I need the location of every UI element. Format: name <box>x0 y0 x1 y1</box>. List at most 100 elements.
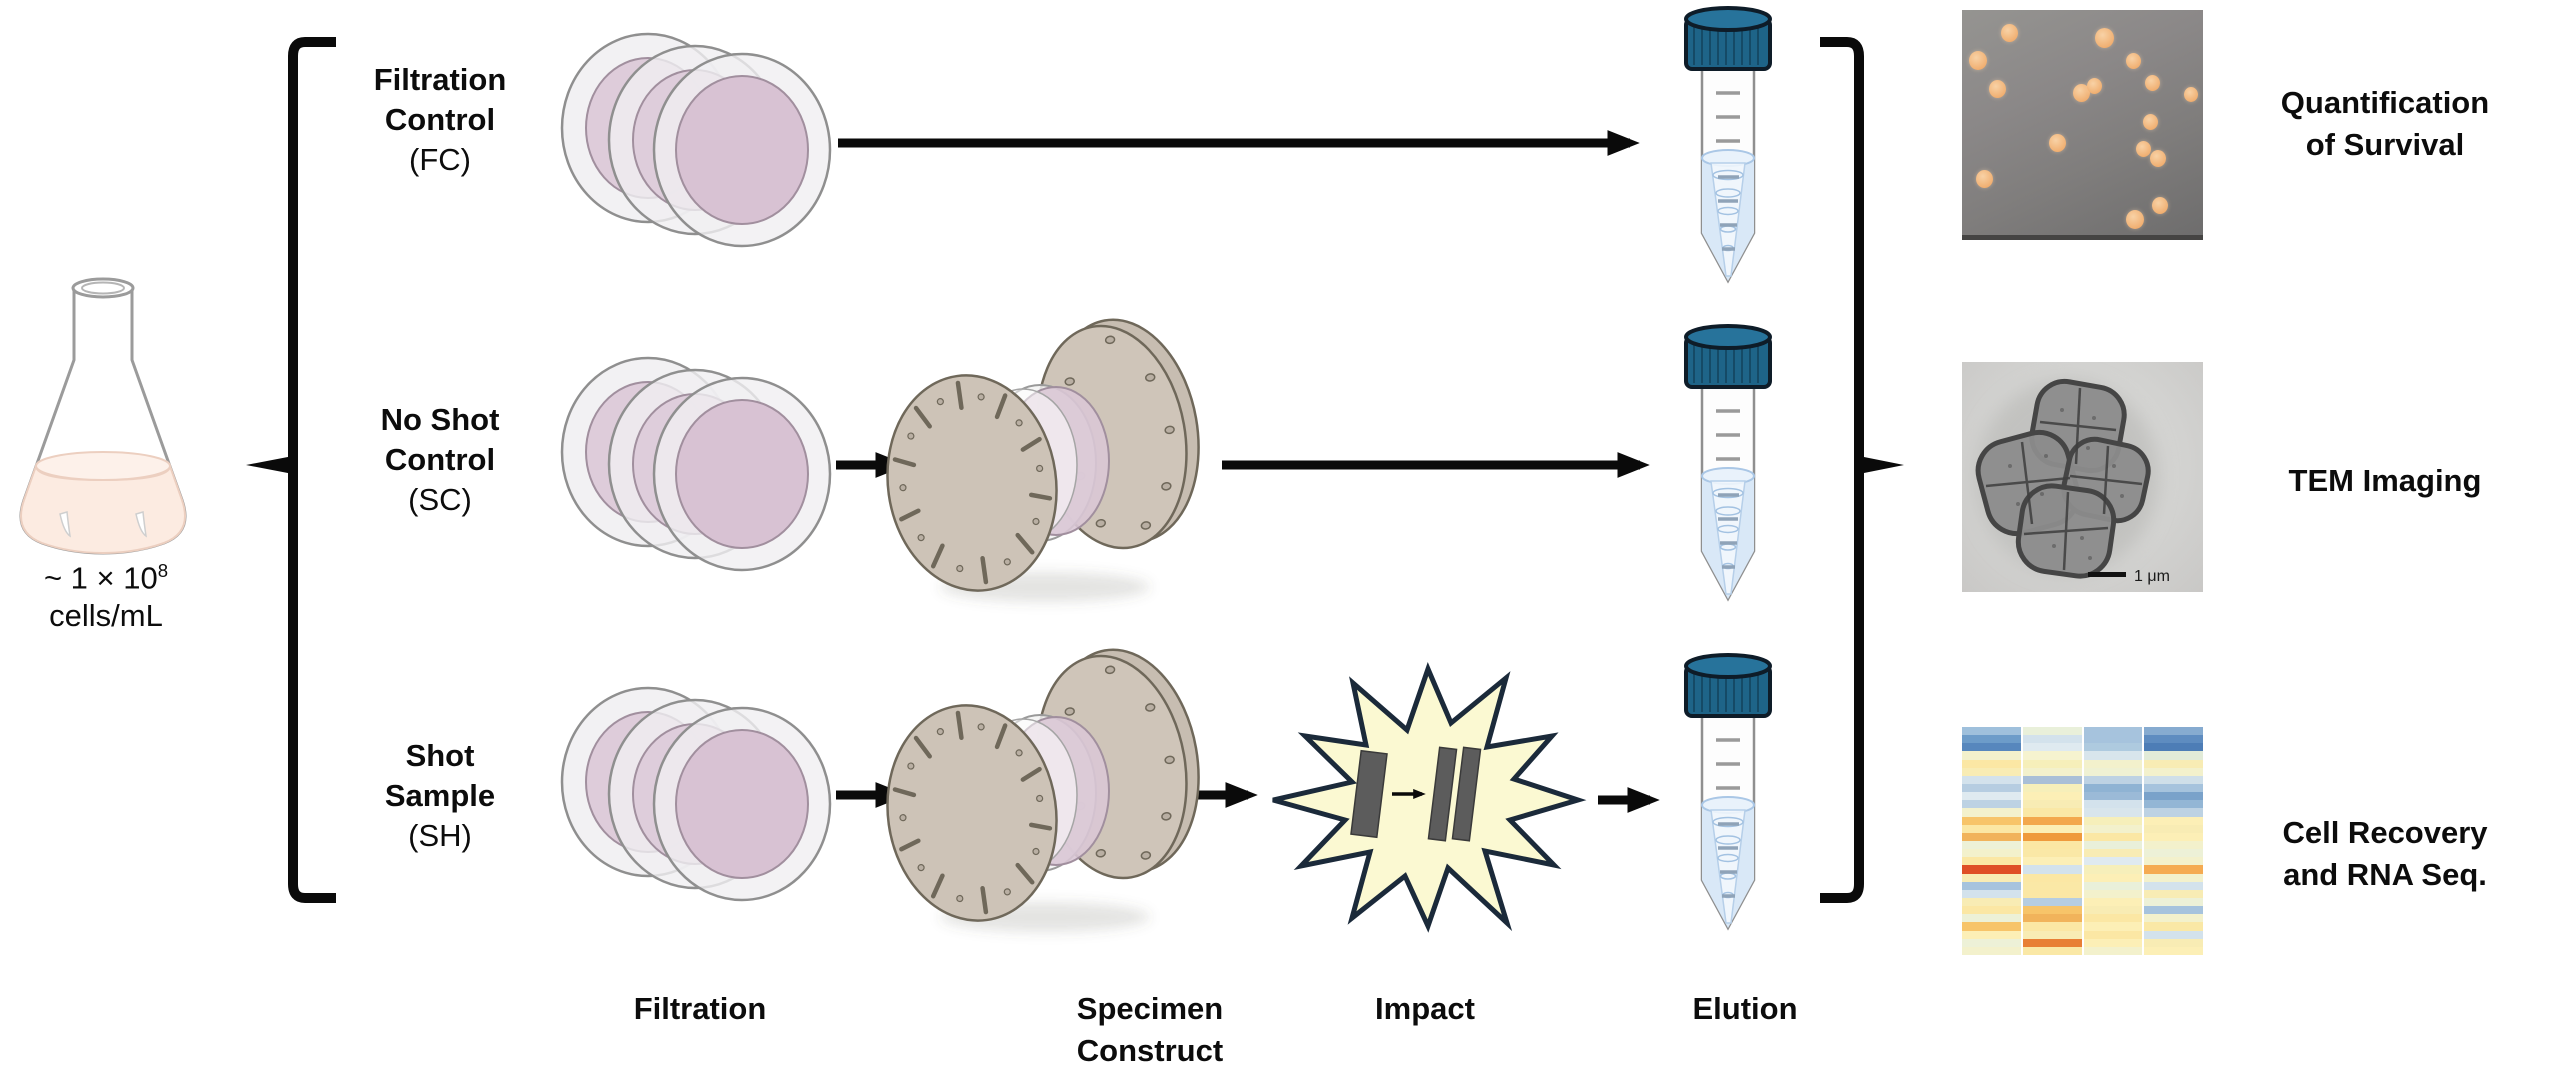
rna-heatmap <box>1962 727 2203 955</box>
heatmap-cell <box>2144 946 2203 955</box>
heatmap-cell <box>2022 735 2082 744</box>
heatmap-cell <box>2144 800 2203 809</box>
heatmap-cell <box>1962 849 2021 858</box>
heatmap-cell <box>1962 816 2021 825</box>
heatmap-cell <box>2083 857 2143 866</box>
heatmap-cell <box>2083 889 2143 898</box>
colony-dot <box>2087 77 2103 94</box>
heatmap-cell <box>2022 938 2082 947</box>
heatmap-cell <box>2022 922 2082 931</box>
heatmap-cell <box>2083 816 2143 825</box>
impact-starburst <box>1272 662 1587 933</box>
heatmap-cell <box>2022 759 2082 768</box>
heatmap-cell <box>2144 816 2203 825</box>
tem-scale-bar <box>2088 572 2126 577</box>
heatmap-cell <box>2022 751 2082 760</box>
heatmap-cell <box>1962 841 2021 850</box>
heatmap-cell <box>1962 922 2021 931</box>
heatmap-cell <box>2083 792 2143 801</box>
heatmap-cell <box>2022 832 2082 841</box>
heatmap-cell <box>2022 743 2082 752</box>
heatmap-cell <box>2022 792 2082 801</box>
heatmap-cell <box>1962 743 2021 752</box>
heatmap-cell <box>2083 767 2143 776</box>
tem-scale-bar-label: 1 μm <box>2134 568 2170 585</box>
heatmap-cell <box>2022 930 2082 939</box>
heatmap-cell <box>1962 767 2021 776</box>
heatmap-cell <box>1962 735 2021 744</box>
elution-tube-fc <box>1684 6 1772 283</box>
cell-concentration-label: ~ 1 × 108 cells/mL <box>0 552 212 635</box>
specimen-construct-sc <box>874 308 1216 602</box>
heatmap-cell <box>2144 857 2203 866</box>
heatmap-cell <box>2083 751 2143 760</box>
colony-dot <box>2149 149 2166 167</box>
heatmap-cell <box>2022 873 2082 882</box>
heatmap-cell <box>1962 832 2021 841</box>
filter-stack-fc <box>560 32 832 248</box>
output-label-quantification: Quantification of Survival <box>2280 85 2490 162</box>
heatmap-cell <box>2144 824 2203 833</box>
cell-concentration-value: ~ 1 × 108 <box>43 560 169 596</box>
colony-dot <box>2125 52 2141 69</box>
heatmap-cell <box>1962 775 2021 784</box>
impact-bars <box>1350 746 1482 842</box>
stage-label-impact: Impact <box>1375 991 1475 1026</box>
heatmap-cell <box>2083 743 2143 752</box>
colony-dot <box>2152 196 2169 214</box>
stage-label-filtration: Filtration <box>633 991 767 1026</box>
heatmap-cell <box>2083 808 2143 817</box>
colony-dot <box>2125 210 2144 230</box>
heatmap-cell <box>2144 759 2203 768</box>
heatmap-cell <box>1962 938 2021 947</box>
elution-tube-sc <box>1684 324 1772 601</box>
heatmap-cell <box>2083 865 2143 874</box>
heatmap-cell <box>2144 930 2203 939</box>
heatmap-cell <box>2144 735 2203 744</box>
colony-dot <box>2142 113 2158 130</box>
heatmap-cell <box>2083 775 2143 784</box>
heatmap-cell <box>2022 849 2082 858</box>
heatmap-cell <box>2022 906 2082 915</box>
heatmap-cell <box>2022 824 2082 833</box>
heatmap-cell <box>2144 767 2203 776</box>
heatmap-cell <box>2083 849 2143 858</box>
heatmap-cell <box>2144 775 2203 784</box>
row-label-no-shot-control: No Shot Control (SC) <box>380 402 500 517</box>
heatmap-cell <box>2083 800 2143 809</box>
heatmap-cell <box>2083 735 2143 744</box>
heatmap-cell <box>1962 759 2021 768</box>
heatmap-cell <box>2022 800 2082 809</box>
stage-label-elution: Elution <box>1692 991 1798 1026</box>
heatmap-cell <box>2083 832 2143 841</box>
heatmap-cell <box>2083 914 2143 923</box>
colony-dot <box>2072 84 2090 103</box>
culture-flask <box>19 277 187 555</box>
heatmap-cell <box>1962 873 2021 882</box>
heatmap-cell <box>2144 792 2203 801</box>
heatmap-cell <box>2022 881 2082 890</box>
heatmap-cell <box>2083 824 2143 833</box>
heatmap-cell <box>2144 751 2203 760</box>
heatmap-cell <box>2083 930 2143 939</box>
output-label-tem: TEM Imaging <box>2288 463 2482 498</box>
cell-concentration-unit: cells/mL <box>49 598 163 634</box>
stage-label-specimen-construct: Specimen Construct <box>1076 991 1224 1068</box>
heatmap-cell <box>2022 808 2082 817</box>
heatmap-cell <box>2083 906 2143 915</box>
colony-plate-photo <box>1962 10 2203 240</box>
heatmap-cell <box>1962 946 2021 955</box>
heatmap-cell <box>2144 889 2203 898</box>
heatmap-cell <box>1962 824 2021 833</box>
heatmap-cell <box>2083 784 2143 793</box>
heatmap-cell <box>1962 808 2021 817</box>
heatmap-cell <box>2022 857 2082 866</box>
heatmap-cell <box>2144 881 2203 890</box>
left-split-bracket <box>246 37 336 903</box>
heatmap-cell <box>2022 727 2082 736</box>
colony-dot <box>2094 28 2114 48</box>
heatmap-cell <box>2144 808 2203 817</box>
heatmap-cell <box>2083 898 2143 907</box>
